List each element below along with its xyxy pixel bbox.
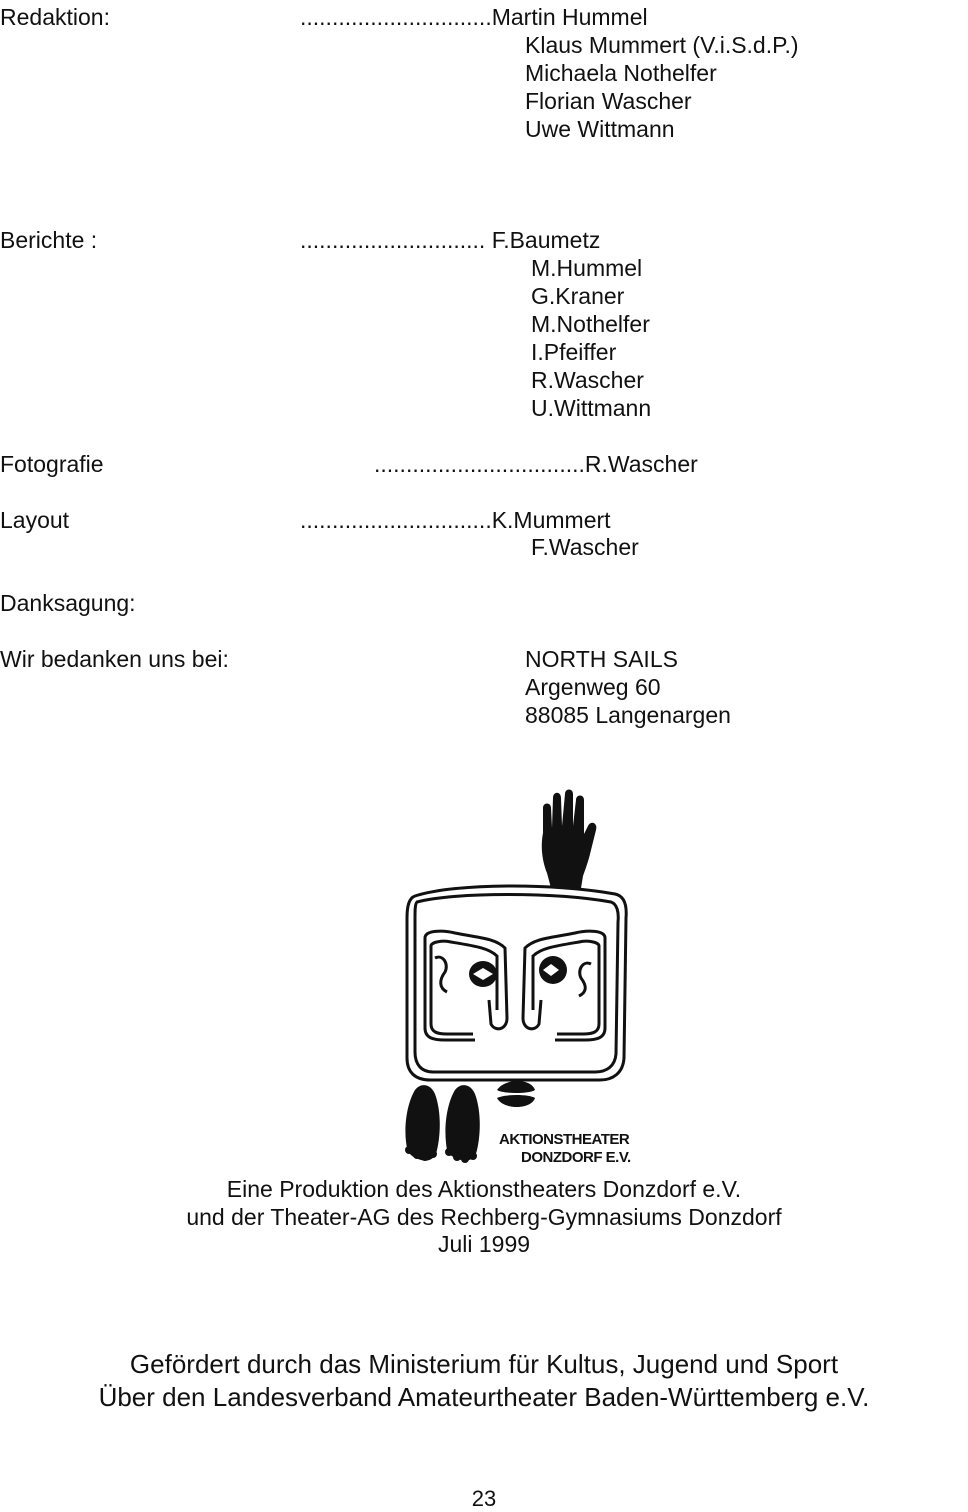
berichte-name-6: R.Wascher bbox=[531, 367, 644, 393]
face-icon bbox=[405, 884, 628, 1082]
logo-text-line2: DONZDORF E.V. bbox=[521, 1149, 631, 1166]
fotografie-label: Fotografie bbox=[0, 451, 104, 477]
credits-line-3: Juli 1999 bbox=[437, 1231, 531, 1257]
redaktion-name-4: Florian Wascher bbox=[525, 88, 692, 114]
credits-line-2: und der Theater-AG des Rechberg-Gymnasiu… bbox=[186, 1203, 782, 1230]
danksagung-intro: Wir bedanken uns bei: bbox=[0, 646, 229, 672]
danksagung-label: Danksagung: bbox=[0, 590, 136, 616]
redaktion-list: Klaus Mummert (V.i.S.d.P.) Michaela Noth… bbox=[525, 31, 799, 143]
hand-icon bbox=[541, 789, 597, 888]
funding-note: Gefördert durch das Ministerium für Kult… bbox=[0, 1348, 968, 1414]
berichte-name-3: G.Kraner bbox=[531, 283, 625, 309]
credits-line-1: Eine Produktion des Aktionstheaters Donz… bbox=[226, 1176, 742, 1202]
fotografie-value: .................................R.Wasch… bbox=[374, 451, 698, 477]
sponsor-name: NORTH SAILS bbox=[525, 646, 678, 672]
berichte-name-7: U.Wittmann bbox=[531, 395, 652, 421]
redaktion-name-3: Michaela Nothelfer bbox=[525, 60, 717, 86]
sponsor-address: NORTH SAILS Argenweg 60 88085 Langenarge… bbox=[525, 645, 731, 729]
feet-icon bbox=[405, 1085, 480, 1163]
berichte-name-4: M.Nothelfer bbox=[531, 311, 650, 337]
redaktion-name-5: Uwe Wittmann bbox=[525, 116, 675, 142]
layout-name-1: ..............................K.Mummert bbox=[300, 507, 611, 533]
mouth-icon bbox=[497, 1081, 535, 1107]
berichte-name-5: I.Pfeiffer bbox=[531, 339, 617, 365]
redaktion-label: Redaktion: bbox=[0, 4, 110, 30]
berichte-label: Berichte : bbox=[0, 227, 98, 253]
berichte-list: M.Hummel G.Kraner M.Nothelfer I.Pfeiffer… bbox=[531, 254, 651, 422]
production-credits: Eine Produktion des Aktionstheaters Donz… bbox=[0, 1176, 968, 1259]
berichte-name-2: M.Hummel bbox=[531, 255, 643, 281]
berichte-name-1: ............................. F.Baumetz bbox=[300, 227, 601, 253]
layout-label: Layout bbox=[0, 507, 70, 533]
aktionstheater-logo: AKTIONSTHEATER DONZDORF E.V. bbox=[405, 789, 631, 1166]
redaktion-name-2: Klaus Mummert (V.i.S.d.P.) bbox=[525, 32, 799, 58]
page-number: 23 bbox=[471, 1486, 497, 1511]
redaktion-name-1: ..............................Martin Hum… bbox=[300, 4, 648, 30]
funding-line-2: Über den Landesverband Amateurtheater Ba… bbox=[98, 1382, 870, 1412]
sponsor-street: Argenweg 60 bbox=[525, 674, 661, 700]
funding-line-1: Gefördert durch das Ministerium für Kult… bbox=[129, 1349, 839, 1379]
layout-name-2: F.Wascher bbox=[531, 534, 639, 560]
logo-text-line1: AKTIONSTHEATER bbox=[499, 1131, 630, 1148]
sponsor-city: 88085 Langenargen bbox=[525, 702, 731, 728]
